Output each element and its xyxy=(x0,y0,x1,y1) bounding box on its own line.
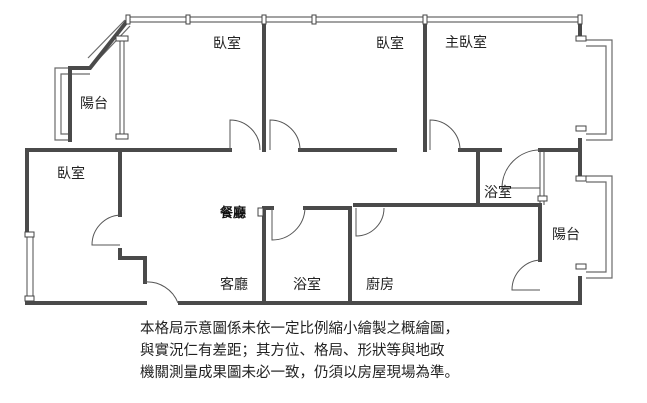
disclaimer-line-2: 與實況仁有差距；其方位、格局、形狀等與地政 xyxy=(140,343,445,359)
label-kitchen: 廚房 xyxy=(366,276,394,293)
disclaimer-note: 本格局示意圖係未依一定比例縮小繪製之概繪圖， 與實況仁有差距；其方位、格局、形狀… xyxy=(140,318,560,384)
label-bedroom-1: 臥室 xyxy=(213,35,241,52)
disclaimer-line-1: 本格局示意圖係未依一定比例縮小繪製之概繪圖， xyxy=(140,321,459,337)
label-bath-2: 浴室 xyxy=(484,184,512,201)
label-bedroom-left: 臥室 xyxy=(57,165,85,182)
label-bedroom-2: 臥室 xyxy=(376,35,404,52)
label-balcony-right: 陽台 xyxy=(552,227,580,243)
window-top xyxy=(128,16,580,23)
walls xyxy=(25,15,582,305)
window-markers xyxy=(24,14,587,302)
label-living: 客廳 xyxy=(220,276,248,293)
label-dining: 餐廳 xyxy=(219,205,246,221)
window-left xyxy=(26,235,34,300)
label-master-bedroom: 主臥室 xyxy=(445,34,487,51)
sliding-door-left-balcony xyxy=(119,36,125,138)
label-balcony-left: 陽台 xyxy=(80,96,108,112)
label-bath-1: 浴室 xyxy=(293,276,321,293)
balcony-right-railing xyxy=(586,39,613,279)
doors xyxy=(91,119,541,304)
disclaimer-line-3: 機關測量成果圖未必一致，仍須以房屋現場為準。 xyxy=(140,365,459,381)
